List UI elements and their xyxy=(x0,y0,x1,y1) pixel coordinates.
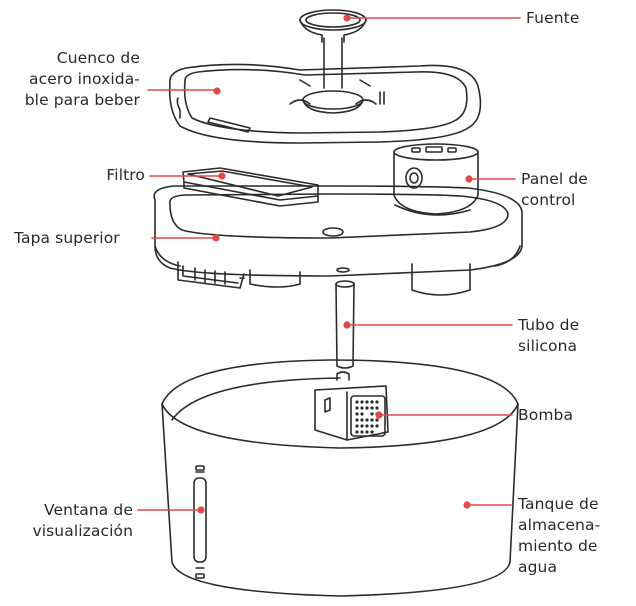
top-lid-part xyxy=(153,185,523,296)
label-bowl-line-2: acero inoxida- xyxy=(29,70,140,88)
water-tank-part xyxy=(161,359,519,597)
label-control-panel: Panel de control xyxy=(521,169,588,211)
leader-dots xyxy=(197,14,473,514)
label-lid-line: Tapa superior xyxy=(14,229,120,247)
label-panel-line-1: Panel de xyxy=(521,170,588,188)
label-water-tank: Tanque de almacena- miento de agua xyxy=(518,494,600,578)
label-silicone-tube: Tubo de silicona xyxy=(518,315,579,357)
label-tank-line-3: miento de xyxy=(518,537,598,555)
label-fountain-line: Fuente xyxy=(526,9,580,27)
label-top-lid: Tapa superior xyxy=(14,228,120,249)
pump-part xyxy=(314,371,389,441)
label-tank-line-2: almacena- xyxy=(518,516,601,534)
label-tube-line-1: Tubo de xyxy=(518,316,580,334)
leader-lines xyxy=(137,17,521,511)
label-window-line-1: Ventana de xyxy=(44,501,133,519)
label-bowl-line-1: Cuenco de xyxy=(56,49,140,67)
label-viewing-window: Ventana de visualización xyxy=(32,500,133,542)
label-pump: Bomba xyxy=(518,405,573,426)
label-tank-line-1: Tanque de xyxy=(518,495,599,513)
label-stainless-bowl: Cuenco de acero inoxida- ble para beber xyxy=(25,48,140,111)
control-panel-part xyxy=(393,143,479,215)
filter-part xyxy=(182,167,319,207)
label-fountain: Fuente xyxy=(526,8,579,29)
label-bowl-line-3: ble para beber xyxy=(24,91,140,109)
label-pump-line: Bomba xyxy=(518,406,574,424)
label-window-line-2: visualización xyxy=(32,522,133,540)
label-panel-line-2: control xyxy=(521,191,576,209)
label-tube-line-2: silicona xyxy=(518,337,578,355)
label-tank-line-4: agua xyxy=(518,558,558,576)
fountain-head-part xyxy=(299,9,367,89)
silicone-tube-part xyxy=(335,267,355,369)
label-filter-line: Filtro xyxy=(106,166,145,184)
label-filter: Filtro xyxy=(106,165,145,186)
drinking-bowl-part xyxy=(168,63,482,144)
